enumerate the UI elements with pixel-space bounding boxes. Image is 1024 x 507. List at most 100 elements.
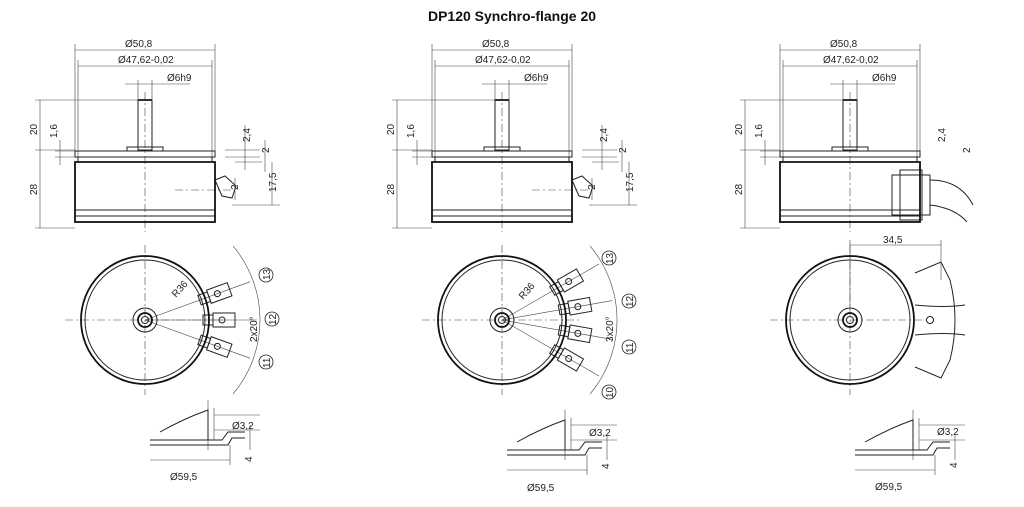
dim-shaft-diameter: Ø6h9: [524, 73, 549, 84]
terminal-label: 13: [262, 268, 273, 280]
mounting-clamp-detail: [150, 409, 245, 446]
hub: [483, 146, 521, 152]
cable-hole: [926, 316, 934, 324]
terminal-hole: [213, 290, 221, 298]
terminal-label: 11: [262, 357, 273, 368]
terminal-label-circle: [258, 354, 274, 370]
dim-outer-diameter: Ø50,8: [125, 39, 153, 50]
cable-mount: [914, 261, 956, 379]
view-solder-3: Ø50,8 Ø47,62-0,02 Ø6h9 20 1,6 28 2,4 2 2…: [29, 39, 280, 483]
solder-terminal: [571, 175, 594, 199]
dim-17-5: 17,5: [268, 172, 279, 192]
terminal-label: 13: [605, 252, 616, 264]
terminal-hole: [574, 329, 582, 337]
terminal-base: [197, 334, 212, 349]
shaft: [842, 99, 858, 151]
cable-front: [914, 304, 966, 336]
dim-angle: 3x20°: [605, 316, 616, 342]
terminal-angle-line: [501, 319, 613, 340]
dim-shaft-diameter: Ø6h9: [872, 73, 897, 84]
drawing-title: DP120 Synchro-flange 20: [427, 8, 597, 24]
mounting-clamp-detail: [507, 419, 602, 456]
shaft-circle: [137, 312, 153, 328]
dim-flange-diameter: Ø47,62-0,02: [475, 55, 531, 66]
dim-flange-height: 1,6: [754, 124, 765, 138]
terminal-label: 12: [625, 295, 636, 307]
shaft: [494, 99, 510, 151]
cable: [929, 179, 974, 223]
dim-4: 4: [949, 462, 960, 468]
terminal-label-circle: [601, 250, 617, 266]
terminal-hole: [213, 342, 221, 350]
dim-59-5: Ø59,5: [527, 483, 555, 494]
dim-59-5: Ø59,5: [170, 472, 198, 483]
terminal-label: 10: [605, 386, 616, 398]
shaft-circle: [494, 312, 510, 328]
terminal-angle-line: [501, 263, 600, 321]
dim-shaft-height: 20: [29, 123, 40, 135]
terminal-angle-line: [501, 300, 613, 321]
solder-terminal: [197, 334, 233, 359]
view-cable: Ø50,8 Ø47,62-0,02 Ø6h9 20 1,6 28 2,4 2 3…: [734, 39, 974, 493]
housing-inner: [84, 259, 206, 381]
dim-2-4: 2,4: [937, 128, 948, 142]
housing-outer: [437, 255, 567, 385]
cable-gland-nut: [899, 169, 923, 221]
dim-2-4: 2,4: [599, 128, 610, 142]
terminal-label: 11: [625, 342, 636, 353]
bore-circle: [141, 316, 149, 324]
dim-2b: 2: [230, 184, 241, 190]
dim-2: 2: [261, 147, 272, 153]
dim-2b: 2: [587, 184, 598, 190]
terminal-hole: [218, 316, 226, 324]
terminal-hole: [565, 278, 573, 285]
terminal-label-circle: [601, 384, 617, 400]
housing-outer: [785, 255, 915, 385]
hub-circle: [489, 307, 515, 333]
dim-2: 2: [962, 147, 973, 153]
housing-outer: [80, 255, 210, 385]
solder-terminal: [214, 175, 237, 199]
dim-angle: 2x20°: [249, 316, 260, 342]
dim-outer-diameter: Ø50,8: [830, 39, 858, 50]
dim-outer-diameter: Ø50,8: [482, 39, 510, 50]
terminal-angle-line: [144, 319, 251, 359]
terminal-label-circle: [258, 267, 274, 283]
angle-arc: [232, 245, 261, 395]
dim-flange-height: 1,6: [49, 124, 60, 138]
cable-gland: [891, 174, 931, 216]
dim-body-height: 28: [386, 183, 397, 195]
dim-offset: 34,5: [883, 235, 903, 246]
shaft-circle: [842, 312, 858, 328]
terminal-label: 12: [268, 313, 279, 325]
dim-body-height: 28: [734, 183, 745, 195]
shaft: [137, 99, 153, 151]
terminal-hole: [574, 303, 582, 311]
housing-inner: [789, 259, 911, 381]
dim-flange-diameter: Ø47,62-0,02: [118, 55, 174, 66]
terminal-base: [197, 291, 212, 306]
solder-terminal: [549, 343, 585, 372]
dim-2-4: 2,4: [242, 128, 253, 142]
dim-flange-height: 1,6: [406, 124, 417, 138]
dim-2: 2: [618, 147, 629, 153]
angle-arc: [589, 245, 618, 395]
terminal-label-circle: [621, 339, 637, 355]
view-solder-4: Ø50,8 Ø47,62-0,02 Ø6h9 20 1,6 28 2,4 2 2…: [386, 39, 637, 494]
dim-4: 4: [244, 456, 255, 462]
terminal-label-circle: [621, 293, 637, 309]
hub-circle: [837, 307, 863, 333]
housing-inner: [441, 259, 563, 381]
bore-circle: [498, 316, 506, 324]
dim-flange-diameter: Ø47,62-0,02: [823, 55, 879, 66]
hub-circle: [132, 307, 158, 333]
dim-shaft-diameter: Ø6h9: [167, 73, 192, 84]
hub: [126, 146, 164, 152]
dim-59-5: Ø59,5: [875, 482, 903, 493]
dim-hole-diameter: Ø3,2: [937, 427, 959, 438]
dim-shaft-height: 20: [386, 123, 397, 135]
solder-terminal: [197, 281, 233, 306]
mounting-clamp-detail: [855, 419, 950, 456]
dim-17-5: 17,5: [625, 172, 636, 192]
terminal-label-circle: [264, 311, 280, 327]
